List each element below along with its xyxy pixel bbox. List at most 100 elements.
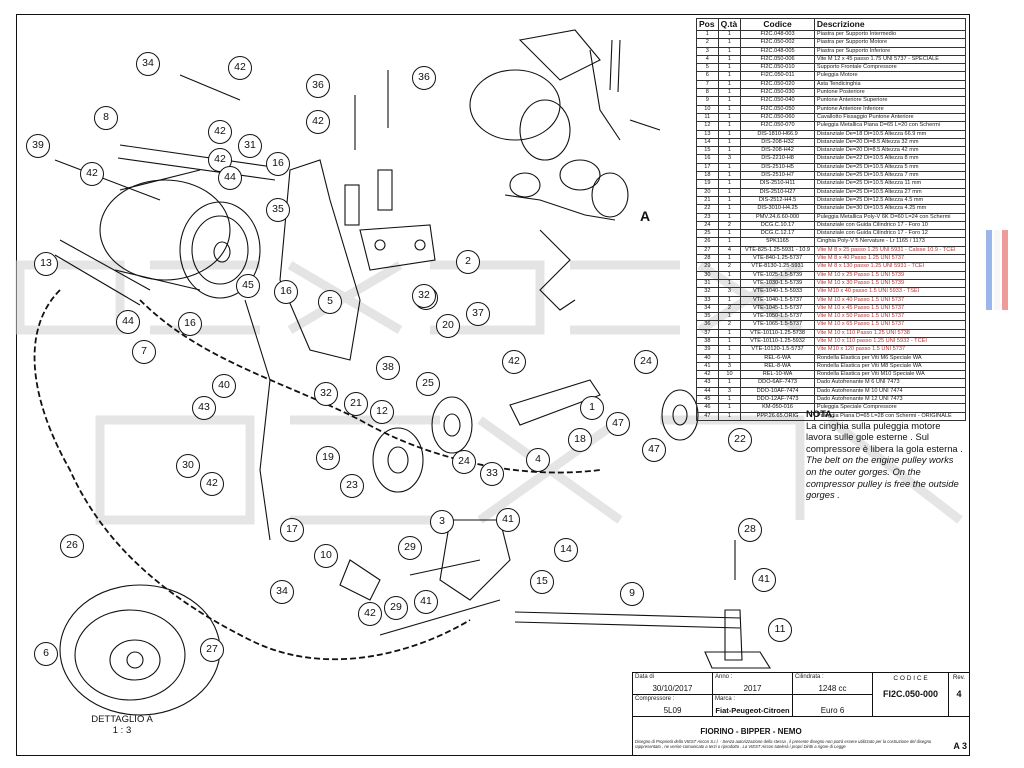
part-desc: Vite M 10 x 110 passo 1.25 UNI 5932 - TC… bbox=[813, 336, 967, 347]
callout-28: 28 bbox=[738, 518, 762, 542]
callout-42: 42 bbox=[358, 602, 382, 626]
part-desc: Distanziale con Guida Cilindrico 17 - Fo… bbox=[813, 229, 967, 239]
callout-19: 19 bbox=[316, 446, 340, 470]
callout-34: 34 bbox=[270, 580, 294, 604]
year-cell: Anno : 2017 bbox=[713, 673, 793, 695]
part-desc: Distanziale De=18 Di=10.5 Altezza 66.9 m… bbox=[813, 129, 967, 139]
callout-43: 43 bbox=[192, 396, 216, 420]
part-desc: Vite M 10 x 45 Passo 1.5 UNI 5737 bbox=[813, 303, 967, 314]
callout-27: 27 bbox=[200, 638, 224, 662]
date-cell: Data di 30/10/2017 bbox=[633, 673, 713, 695]
callout-26: 26 bbox=[60, 534, 84, 558]
vehicle-value: FIORINO - BIPPER - NEMO bbox=[700, 727, 802, 736]
callout-7: 7 bbox=[132, 340, 156, 364]
drawing-frame bbox=[16, 14, 970, 756]
callout-13: 13 bbox=[34, 252, 58, 276]
callout-47: 47 bbox=[642, 438, 666, 462]
part-desc: Vite M 10 x 25 Passo 1.5 UNI 5739 bbox=[813, 270, 967, 280]
year-value: 2017 bbox=[743, 684, 762, 693]
part-desc: Puleggia Metallica Poly-V 6K D=60 L=24 c… bbox=[813, 212, 967, 222]
callout-10: 10 bbox=[314, 544, 338, 568]
callout-42: 42 bbox=[208, 120, 232, 144]
callout-6: 6 bbox=[34, 642, 58, 666]
callout-24: 24 bbox=[452, 450, 476, 474]
callout-4: 4 bbox=[526, 448, 550, 472]
part-desc: Vite M 8 x 130 passo 1.25 UNI 5931 - TCE… bbox=[813, 262, 967, 272]
code-cell: C O D I C E FI2C.050-000 bbox=[873, 673, 949, 717]
callout-5: 5 bbox=[318, 290, 342, 314]
part-desc: Distanziale De=25 Di=10.5 Altezza 27 mm bbox=[813, 187, 967, 197]
brand-cell: Marca : Fiat-Peugeot-Citroen bbox=[713, 695, 793, 717]
note-english: The belt on the engine pulley works on t… bbox=[806, 454, 959, 501]
callout-42: 42 bbox=[200, 472, 224, 496]
callout-36: 36 bbox=[412, 66, 436, 90]
legal-notice: Disegno di Proprietà della VIEST Aircon … bbox=[635, 739, 932, 750]
callout-40: 40 bbox=[212, 374, 236, 398]
part-desc: Vite M 8 x 25 passo 1.25 UNI 5931 - Cals… bbox=[813, 245, 967, 256]
code-label: C O D I C E bbox=[893, 675, 928, 682]
part-desc: Dado Autofrenante M 6 UNI 7473 bbox=[813, 378, 967, 388]
part-desc: Distanziale De=25 Di=10.5 Altezza 7 mm bbox=[813, 171, 967, 181]
callout-15: 15 bbox=[530, 570, 554, 594]
displacement-cell: Cilindrata : 1248 cc bbox=[793, 673, 873, 695]
displacement-label: Cilindrata : bbox=[795, 674, 824, 680]
model-value: Euro 6 bbox=[820, 706, 845, 715]
callout-33: 33 bbox=[480, 462, 504, 486]
displacement-value: 1248 cc bbox=[818, 684, 847, 693]
callout-14: 14 bbox=[554, 538, 578, 562]
model-cell: Euro 6 bbox=[793, 695, 873, 717]
callout-42: 42 bbox=[306, 110, 330, 134]
callout-44: 44 bbox=[218, 166, 242, 190]
callout-47: 47 bbox=[606, 412, 630, 436]
rev-label: Rev. bbox=[953, 675, 965, 681]
callout-44: 44 bbox=[116, 310, 140, 334]
callout-2: 2 bbox=[456, 250, 480, 274]
callout-45: 45 bbox=[236, 274, 260, 298]
callout-37: 37 bbox=[466, 302, 490, 326]
part-desc: Puleggia Metallica Piana D=65 L=20 con S… bbox=[813, 121, 967, 131]
part-desc: Rondella Elastica per Viti M8 Speciale W… bbox=[813, 361, 967, 372]
part-desc: Vite M 8 x 40 Passo 1.25 UNI 5737 bbox=[813, 253, 967, 264]
year-label: Anno : bbox=[715, 674, 733, 680]
callout-39: 39 bbox=[26, 134, 50, 158]
callout-36: 36 bbox=[306, 74, 330, 98]
part-desc: Distanziale con Guida Cilindrico 17 - Fo… bbox=[813, 220, 967, 231]
callout-23: 23 bbox=[340, 474, 364, 498]
view-letter: A bbox=[640, 208, 651, 224]
callout-16: 16 bbox=[274, 280, 298, 304]
callout-8: 8 bbox=[94, 106, 118, 130]
callout-20: 20 bbox=[436, 314, 460, 338]
part-desc: Dado Autofrenante M 12 UNI 7473 bbox=[813, 395, 967, 405]
part-desc: Distanziale De=20 Di=8.5 Altezza 42 mm bbox=[813, 146, 967, 156]
callout-35: 35 bbox=[266, 198, 290, 222]
part-desc: Rondella Elastica per Viti M10 Speciale … bbox=[813, 370, 967, 380]
